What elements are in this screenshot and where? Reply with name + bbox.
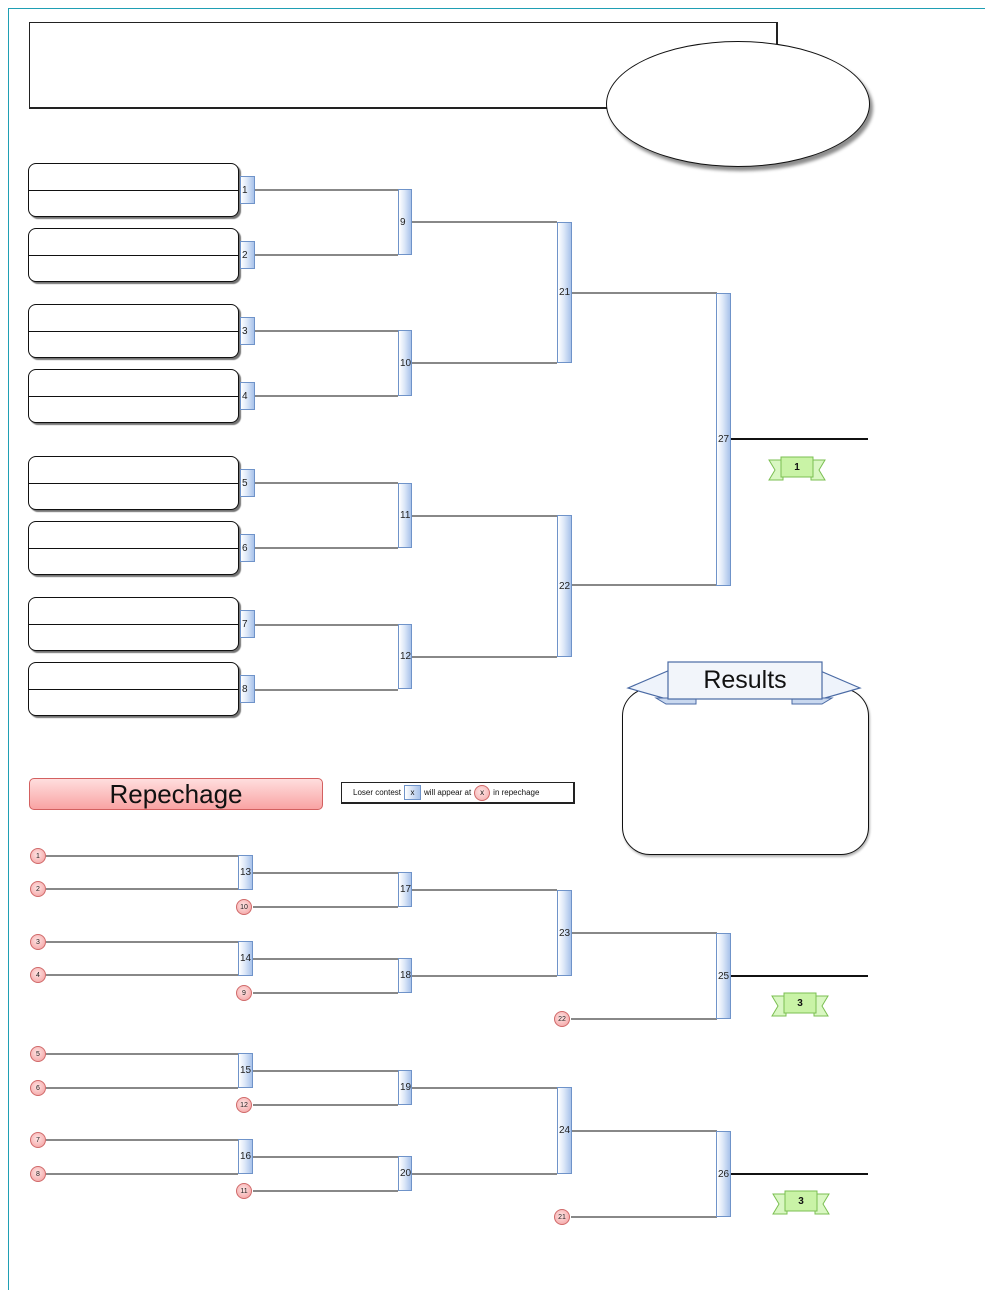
repechage-badge: 10 <box>236 899 252 915</box>
competitor-box-6[interactable] <box>28 521 239 575</box>
third-place-ribbon-a <box>771 992 829 1017</box>
repechage-badge: 9 <box>236 985 252 1001</box>
repechage-badge: 7 <box>30 1132 46 1148</box>
match-box[interactable]: 9 <box>398 189 412 255</box>
competitor-box-8[interactable] <box>28 662 239 716</box>
repechage-match-box[interactable]: 16 <box>238 1139 253 1174</box>
results-banner <box>626 661 862 705</box>
page-frame-top <box>8 8 985 9</box>
repechage-badge: 22 <box>554 1011 570 1027</box>
page-frame-left <box>8 8 9 1290</box>
first-place-ribbon <box>768 456 826 481</box>
match-box[interactable]: 6 <box>240 534 255 562</box>
repechage-badge: 5 <box>30 1046 46 1062</box>
match-box[interactable]: 5 <box>240 469 255 497</box>
repechage-match-box[interactable]: 14 <box>238 941 253 976</box>
legend-match-box: x <box>404 785 422 800</box>
match-box[interactable]: 3 <box>240 317 255 345</box>
match-box[interactable]: 2 <box>240 241 255 269</box>
repechage-match-box[interactable]: 19 <box>398 1070 412 1105</box>
repechage-legend: Loser contest x will appear at x in repe… <box>341 782 575 804</box>
weight-category-oval[interactable] <box>606 41 870 167</box>
repechage-match-box[interactable]: 18 <box>398 958 412 993</box>
competitor-box-7[interactable] <box>28 597 239 651</box>
match-box[interactable]: 22 <box>557 515 572 657</box>
legend-text-middle: will appear at <box>424 788 472 797</box>
match-box[interactable]: 12 <box>398 624 412 689</box>
competitor-box-3[interactable] <box>28 304 239 358</box>
final-match-box[interactable]: 27 <box>716 293 731 586</box>
match-box[interactable]: 10 <box>398 330 412 396</box>
bronze-match-box[interactable]: 25 <box>716 933 731 1019</box>
repechage-badge: 3 <box>30 934 46 950</box>
legend-text-before: Loser contest <box>353 788 402 797</box>
repechage-badge: 12 <box>236 1097 252 1113</box>
third-place-label-a: 3 <box>797 997 803 1009</box>
repechage-badge: 4 <box>30 967 46 983</box>
repechage-match-box[interactable]: 20 <box>398 1156 412 1191</box>
results-title: Results <box>703 665 787 694</box>
repechage-badge: 21 <box>554 1209 570 1225</box>
legend-circle: x <box>474 784 491 801</box>
third-place-ribbon-b <box>772 1190 830 1215</box>
match-box[interactable]: 4 <box>240 382 255 410</box>
repechage-match-box[interactable]: 13 <box>238 855 253 890</box>
match-box[interactable]: 1 <box>240 176 255 204</box>
competitor-box-1[interactable] <box>28 163 239 217</box>
repechage-match-box[interactable]: 24 <box>557 1087 572 1174</box>
match-box[interactable]: 7 <box>240 610 255 638</box>
competitor-box-4[interactable] <box>28 369 239 423</box>
legend-text-after: in repechage <box>493 788 540 797</box>
repechage-match-box[interactable]: 23 <box>557 890 572 976</box>
first-place-label: 1 <box>794 461 800 473</box>
competitor-box-2[interactable] <box>28 228 239 282</box>
results-box[interactable] <box>622 688 869 855</box>
match-box[interactable]: 8 <box>240 675 255 703</box>
bronze-match-box[interactable]: 26 <box>716 1131 731 1217</box>
third-place-label-b: 3 <box>798 1195 804 1207</box>
repechage-badge: 11 <box>236 1183 252 1199</box>
match-box[interactable]: 21 <box>557 222 572 363</box>
match-box[interactable]: 11 <box>398 483 412 548</box>
repechage-match-box[interactable]: 17 <box>398 872 412 907</box>
repechage-title: Repechage <box>29 778 323 810</box>
repechage-badge: 8 <box>30 1166 46 1182</box>
repechage-badge: 2 <box>30 881 46 897</box>
competitor-box-5[interactable] <box>28 456 239 510</box>
repechage-badge: 6 <box>30 1080 46 1096</box>
repechage-badge: 1 <box>30 848 46 864</box>
repechage-match-box[interactable]: 15 <box>238 1053 253 1088</box>
